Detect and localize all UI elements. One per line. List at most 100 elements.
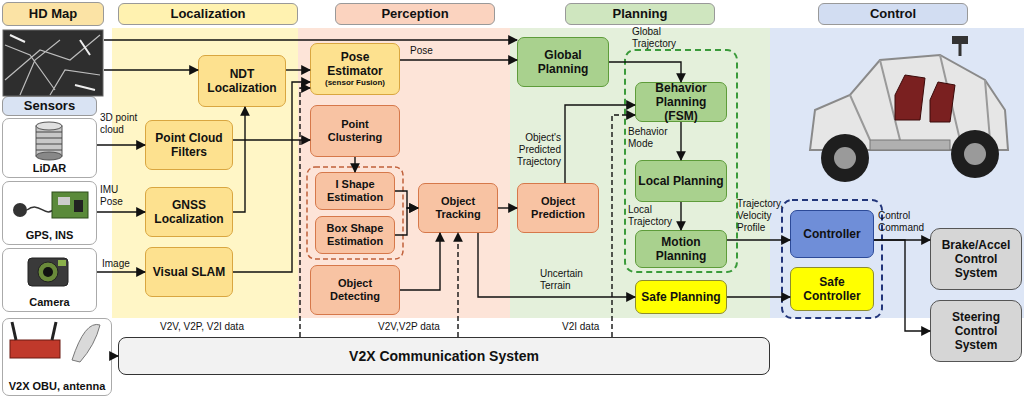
node-title: GPS, INS <box>26 229 74 241</box>
node-title: Safe Planning <box>641 290 720 304</box>
connector <box>97 144 145 145</box>
node-title: Brake/Accel Control System <box>933 238 1019 280</box>
localization-band <box>112 28 298 318</box>
node-title: Object Prediction <box>520 195 596 221</box>
process-box: Point Clustering <box>310 105 400 157</box>
process-box: Box Shape Estimation <box>315 216 395 254</box>
node-title: Visual SLAM <box>153 265 225 279</box>
camera-icon <box>28 258 68 286</box>
connector <box>680 122 681 160</box>
connector <box>104 39 517 40</box>
process-box: Object Tracking <box>418 183 498 233</box>
connector <box>354 157 355 172</box>
node-title: LiDAR <box>33 162 67 174</box>
node-title: Planning <box>613 7 668 21</box>
connector <box>233 107 245 212</box>
gps-icon <box>13 192 88 218</box>
connector <box>97 211 145 212</box>
group-bracket <box>782 200 882 318</box>
connector <box>104 69 198 70</box>
node-title: V2X OBU, antenna <box>9 380 106 392</box>
connector <box>609 62 681 82</box>
process-box: Global Planning <box>517 37 609 87</box>
connector <box>457 233 458 337</box>
section-header: Perception <box>335 3 495 25</box>
node-title: Point Clustering <box>313 118 397 144</box>
node-title: Pose Estimator <box>313 50 397 78</box>
connector <box>565 105 635 183</box>
controller-box: Controller <box>790 210 874 258</box>
edge-label: Uncertain Terrain <box>540 268 606 292</box>
process-box: Object Prediction <box>517 183 599 233</box>
node-title: Camera <box>29 296 69 308</box>
node-title: Point Cloud Filters <box>148 131 230 159</box>
connector <box>395 208 418 235</box>
vehicle-illustration <box>810 36 1008 182</box>
connector <box>395 191 418 208</box>
edge-label: V2V, V2P, V2I data <box>160 321 244 333</box>
node-title: Sensors <box>24 99 75 113</box>
edge-label: Image <box>102 258 130 270</box>
node-title: Perception <box>381 7 448 21</box>
process-box: I Shape Estimation <box>315 172 395 210</box>
safety-box: Safe Planning <box>635 280 727 314</box>
process-box: NDT Localization <box>198 55 286 107</box>
node-title: Behavior Planning (FSM) <box>638 81 724 123</box>
node-title: HD Map <box>2 2 104 26</box>
edge-label: Pose <box>410 45 433 57</box>
node-title: GNSS Localization <box>148 198 230 226</box>
node-title: Localization <box>170 7 245 21</box>
connector <box>727 296 790 297</box>
node-title: Motion Planning <box>638 235 724 263</box>
process-box: Behavior Planning (FSM) <box>635 82 727 122</box>
connector <box>727 239 790 240</box>
connector <box>233 82 310 272</box>
edge-label: IMU Pose <box>100 184 130 208</box>
node-title: Object Detecting <box>313 277 397 303</box>
connector <box>498 207 517 208</box>
node-title: Controller <box>803 227 860 241</box>
node-title: Box Shape Estimation <box>318 222 392 248</box>
node-title: V2X Communication System <box>349 349 539 363</box>
group-bracket <box>307 167 403 259</box>
node-title: Control <box>870 7 916 21</box>
connector <box>400 59 517 60</box>
connector <box>112 355 118 356</box>
connector <box>286 69 310 70</box>
process-box: Object Detecting <box>310 265 400 315</box>
process-box: Point Cloud Filters <box>145 120 233 170</box>
edge-label: V2I data <box>562 321 599 333</box>
edge-label: Local Trajectory <box>628 204 680 228</box>
edge-label: Behavior Mode <box>628 126 680 150</box>
process-box: Visual SLAM <box>145 247 233 297</box>
node-title: Object Tracking <box>421 195 495 221</box>
node-subtitle: (sensor Fusion) <box>325 78 385 88</box>
planning-band <box>510 28 770 318</box>
node-title: NDT Localization <box>201 67 283 95</box>
edge-label: Object's Predicted Trajectory <box>503 132 561 168</box>
connector <box>400 233 440 290</box>
system-box: Steering Control System <box>930 300 1022 362</box>
edge-label: Global Trajectory <box>632 26 696 50</box>
section-header: Planning <box>565 3 715 25</box>
node-title: Safe Controller <box>793 275 871 303</box>
safety-box: Safe Controller <box>790 267 874 311</box>
node-title: Global Planning <box>520 48 606 76</box>
lidar-icon <box>36 122 62 160</box>
section-header: Control <box>818 3 968 25</box>
node-title: I Shape Estimation <box>318 178 392 204</box>
system-box: Brake/Accel Control System <box>930 228 1022 290</box>
connector <box>300 88 310 337</box>
edge-label: Trajectory, Velocity Profile <box>737 198 795 234</box>
process-box: Local Planning <box>635 160 727 202</box>
process-box: Motion Planning <box>635 230 727 268</box>
node-title: Steering Control System <box>933 310 1019 352</box>
connector <box>680 202 681 230</box>
group-bracket <box>625 50 737 272</box>
control-band <box>770 28 1024 318</box>
process-box: Pose Estimator(sensor Fusion) <box>310 43 400 95</box>
process-box: GNSS Localization <box>145 187 233 237</box>
connector <box>874 240 930 331</box>
